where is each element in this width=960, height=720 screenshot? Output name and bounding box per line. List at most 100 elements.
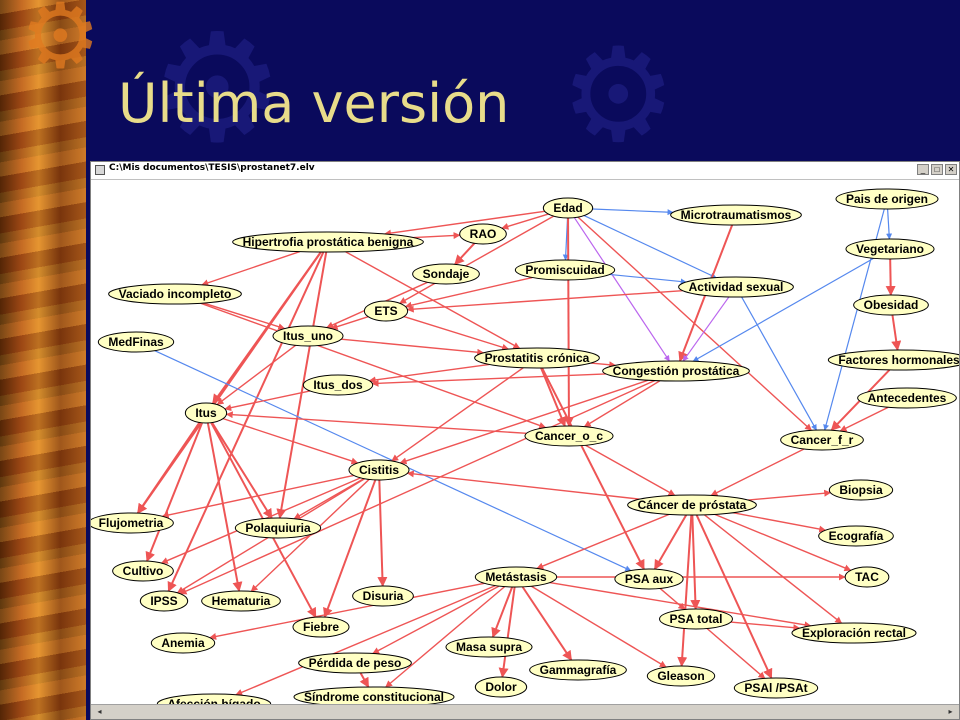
edge-edad-to-rao[interactable] <box>501 213 549 230</box>
node-fiebre[interactable]: Fiebre <box>292 616 350 638</box>
node-masa[interactable]: Masa supra <box>445 636 533 658</box>
node-hbp[interactable]: Hipertrofia prostática benigna <box>232 231 424 253</box>
window-titlebar[interactable]: C:\Mis documentos\TESIS\prostanet7.elv _… <box>91 162 959 180</box>
edge-vaciado-to-itus_uno[interactable] <box>203 302 286 331</box>
edge-cancer-to-ecografia[interactable] <box>732 512 827 533</box>
edge-cancer-to-exploracion[interactable] <box>703 514 843 624</box>
edge-psa_aux-to-psa_total[interactable] <box>659 587 686 611</box>
node-dolor[interactable]: Dolor <box>474 676 528 698</box>
edge-hbp-to-vaciado[interactable] <box>201 250 301 287</box>
edge-itus_dos-to-itus[interactable] <box>224 390 311 412</box>
edge-cancer-to-psa_aux[interactable] <box>653 514 688 571</box>
node-gammagrafia[interactable]: Gammagrafía <box>529 659 627 681</box>
edge-promiscuidad-to-actividad[interactable] <box>609 273 687 285</box>
edge-cancer_oc-to-cancer[interactable] <box>585 444 676 496</box>
node-vegetariano[interactable]: Vegetariano <box>845 238 935 260</box>
edge-cancer-to-cistitis[interactable] <box>406 470 640 500</box>
edge-prostatitis-to-congestion[interactable] <box>590 361 617 369</box>
edge-ets-to-itus_uno[interactable] <box>330 316 369 330</box>
edge-psa_total-to-exploracion[interactable] <box>730 621 801 632</box>
edge-ets-to-prostatitis[interactable] <box>403 315 510 351</box>
node-cancer[interactable]: Cáncer de próstata <box>627 494 757 516</box>
edge-antecedentes-to-cancer_fr[interactable] <box>839 406 889 432</box>
edge-vegetariano-to-obesidad[interactable] <box>885 258 896 296</box>
node-pais[interactable]: Pais de origen <box>835 188 939 210</box>
scroll-right-arrow-icon[interactable]: ▸ <box>948 707 953 716</box>
edge-promiscuidad-to-ets[interactable] <box>404 276 533 309</box>
edge-prostatitis-to-cancer_oc[interactable] <box>540 367 567 427</box>
node-flujometria[interactable]: Flujometria <box>91 512 174 534</box>
minimize-button[interactable]: _ <box>917 164 929 175</box>
scroll-left-arrow-icon[interactable]: ◂ <box>97 707 102 716</box>
node-disuria[interactable]: Disuria <box>352 585 414 607</box>
edge-metastasis-to-sindrome[interactable] <box>385 586 506 688</box>
edge-itus-to-flujometria[interactable] <box>136 421 201 514</box>
node-ets[interactable]: ETS <box>363 300 409 322</box>
edge-itus-to-polaquiuria[interactable] <box>211 422 273 519</box>
edge-edad-to-ets[interactable] <box>399 215 554 304</box>
edge-itus_uno-to-itus[interactable] <box>216 344 297 406</box>
edge-metastasis-to-perdida[interactable] <box>372 585 500 655</box>
edge-actividad-to-congestion[interactable] <box>682 296 730 362</box>
node-cancer-fr[interactable]: Cancer_f_r <box>780 429 864 451</box>
node-psal[interactable]: PSAl /PSAt <box>733 677 819 699</box>
edge-obesidad-to-factores[interactable] <box>891 314 902 351</box>
node-biopsia[interactable]: Biopsia <box>828 479 894 501</box>
node-exploracion[interactable]: Exploración rectal <box>791 622 917 644</box>
edge-metastasis-to-gleason[interactable] <box>531 585 667 668</box>
node-metastasis[interactable]: Metástasis <box>474 566 558 588</box>
edge-prostatitis-to-itus_dos[interactable] <box>368 363 490 384</box>
edge-actividad-to-cancer_fr[interactable] <box>741 296 817 431</box>
node-cultivo[interactable]: Cultivo <box>112 560 174 582</box>
edge-itus-to-cistitis[interactable] <box>222 417 359 465</box>
node-psa-aux[interactable]: PSA aux <box>614 568 684 590</box>
edge-vegetariano-to-congestion[interactable] <box>692 257 875 362</box>
edge-metastasis-to-masa[interactable] <box>491 586 514 638</box>
node-vaciado[interactable]: Vaciado incompleto <box>108 283 242 305</box>
node-prostatitis[interactable]: Prostatitis crónica <box>474 347 600 369</box>
node-rao[interactable]: RAO <box>459 223 507 245</box>
edge-prostatitis-to-psa_aux[interactable] <box>541 367 645 571</box>
edge-rao-to-sondaje[interactable] <box>454 242 476 266</box>
edge-itus-to-cultivo[interactable] <box>145 422 204 563</box>
edge-congestion-to-ipss[interactable] <box>179 379 655 595</box>
edge-hbp-to-prostatitis[interactable] <box>345 251 521 350</box>
edge-cancer-to-psa_total[interactable] <box>690 514 701 610</box>
edge-edad-to-micro[interactable] <box>592 208 674 216</box>
node-factores[interactable]: Factores hormonales <box>827 349 959 371</box>
edge-cancer-to-metastasis[interactable] <box>536 513 670 570</box>
node-cistitis[interactable]: Cistitis <box>348 459 410 481</box>
node-hematuria[interactable]: Hematuria <box>201 590 281 612</box>
edge-cistitis-to-hematuria[interactable] <box>250 478 370 592</box>
edge-psa_total-to-psal[interactable] <box>706 627 766 679</box>
node-medfinas[interactable]: MedFinas <box>97 331 175 353</box>
edge-cistitis-to-polaquiuria[interactable] <box>293 478 365 520</box>
edge-cancer-to-biopsia[interactable] <box>747 489 832 501</box>
edge-edad-to-hbp[interactable] <box>384 210 545 237</box>
edge-metastasis-to-gammagrafia[interactable] <box>521 586 573 661</box>
node-itus[interactable]: Itus <box>184 402 228 424</box>
edge-congestion-to-itus_dos[interactable] <box>371 373 606 387</box>
horizontal-scrollbar[interactable]: ◂ ▸ <box>91 704 959 719</box>
edge-itus-to-hematuria[interactable] <box>206 422 243 592</box>
node-gleason[interactable]: Gleason <box>646 665 716 687</box>
node-polaquiuria[interactable]: Polaquiuria <box>234 517 322 539</box>
edge-metastasis-to-dolor[interactable] <box>498 586 516 679</box>
node-cancer-oc[interactable]: Cancer_o_c <box>524 425 614 447</box>
node-ecografia[interactable]: Ecografía <box>818 525 894 547</box>
edge-cistitis-to-flujometria[interactable] <box>161 474 354 519</box>
edge-metastasis-to-exploracion[interactable] <box>549 581 812 629</box>
node-itus-dos[interactable]: Itus_dos <box>302 374 374 396</box>
node-perdida[interactable]: Pérdida de peso <box>298 652 412 674</box>
node-sondaje[interactable]: Sondaje <box>412 263 480 285</box>
node-edad[interactable]: Edad <box>542 197 594 219</box>
edge-cistitis-to-disuria[interactable] <box>377 479 388 588</box>
edge-cancer-to-gleason[interactable] <box>677 514 693 667</box>
edge-cistitis-to-fiebre[interactable] <box>323 479 377 619</box>
edge-cancer_fr-to-cancer[interactable] <box>710 448 805 497</box>
edge-perdida-to-sindrome[interactable] <box>359 672 370 688</box>
edge-edad-to-congestion[interactable] <box>573 217 670 362</box>
node-congestion[interactable]: Congestión prostática <box>602 360 750 382</box>
